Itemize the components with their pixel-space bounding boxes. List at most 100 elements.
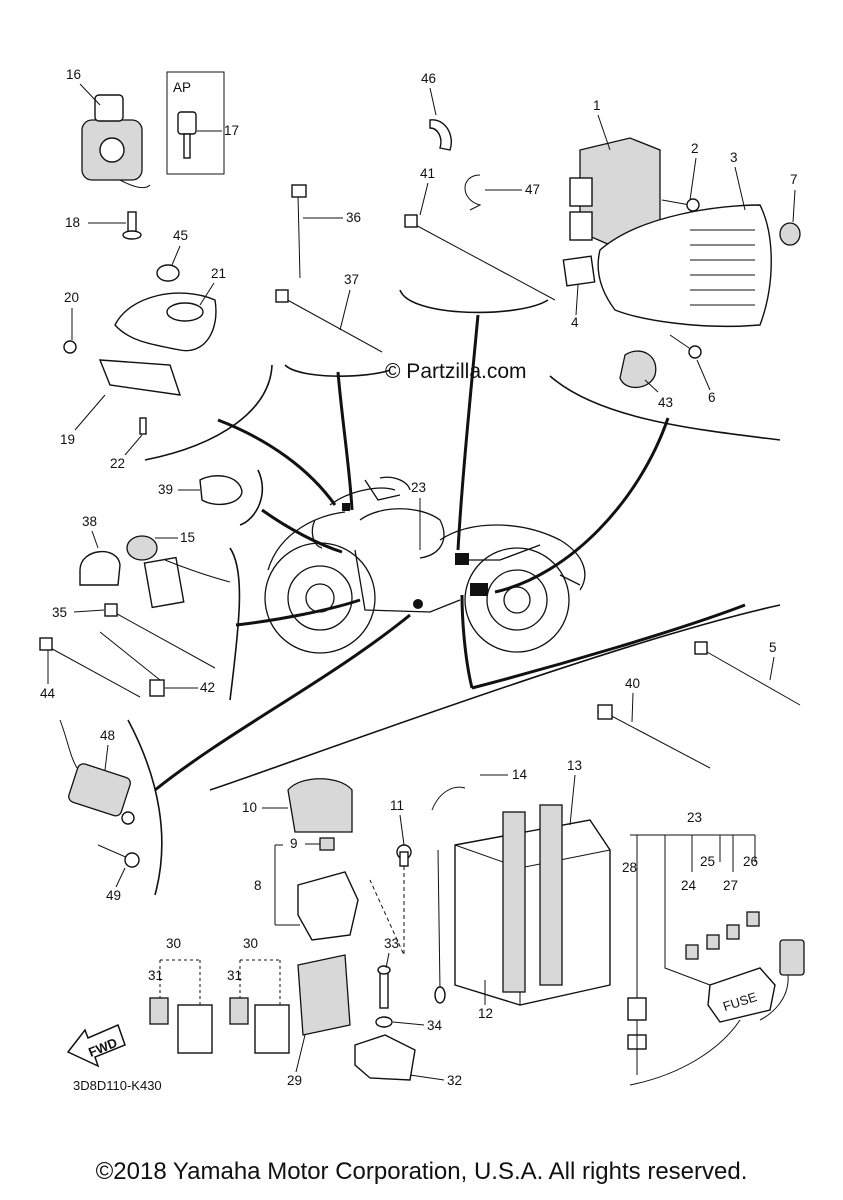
callout-17: 17 [224,123,239,138]
callout-38: 38 [82,514,97,529]
bolt-part-20 [63,340,77,354]
callout-13: 13 [567,758,582,773]
fuse-part-24 [685,944,699,960]
grommet-part-7 [779,222,801,246]
leader-battery-right [471,603,746,690]
bolt-part-11 [369,844,412,956]
leader-ecu [494,417,670,594]
callout-19: 19 [60,432,75,447]
callout-11: 11 [390,798,404,813]
callout-44: 44 [40,686,56,701]
group-bracket-coil [127,719,163,896]
key-box [166,71,225,175]
tie-head-36 [291,184,307,198]
leader-left [235,598,361,627]
holder-part-38 [79,550,121,586]
leader-ties-top [336,371,354,511]
tie-head-41 [404,214,418,228]
callout-47: 47 [525,182,540,197]
callout-21: 21 [211,266,226,281]
cap-part-45 [156,264,180,282]
callout-30a: 30 [166,936,181,951]
main-switch-part [81,94,151,189]
cover-part-21 [114,292,217,352]
tie-head-44 [39,637,53,651]
cable-tie-part-36 [297,194,301,279]
part-location-battery [470,583,488,596]
callout-22: 22 [110,456,125,471]
ap-label: AP [173,80,191,95]
callout-18: 18 [65,215,80,230]
bracket-part-19 [98,359,182,396]
tie-head-40 [597,704,613,720]
tie-head-35 [104,603,118,617]
callout-26: 26 [743,854,758,869]
ignition-coil-part-48 [59,719,135,825]
callout-36: 36 [346,210,361,225]
callout-34: 34 [427,1018,443,1033]
fuse-group-bracket [630,834,756,986]
callout-6: 6 [708,390,716,405]
screw-part-22 [139,417,147,435]
fuse-box-part-23: FUSE [629,939,805,1086]
screw-part-18 [122,211,142,240]
sensor-part-15 [126,535,231,609]
cable-tie-part-41 [409,221,556,301]
group-bracket-battery [209,604,781,791]
fuse-part-9 [319,837,335,851]
callout-27: 27 [723,878,738,893]
callout-15: 15 [180,530,195,545]
callout-24: 24 [681,878,697,893]
cable-tie-part-44 [44,644,141,698]
callout-1: 1 [593,98,601,113]
group-bracket-ties-right [399,289,549,314]
relay-leader-8 [274,844,300,926]
callout-30b: 30 [243,936,258,951]
callout-33: 33 [384,936,399,951]
leader-battery [460,594,474,689]
callout-41: 41 [420,166,435,181]
callout-9: 9 [290,836,298,851]
callout-31a: 31 [148,968,163,983]
clip-part-47 [464,174,482,211]
bolt-part-6 [669,334,702,359]
callout-25: 25 [700,854,715,869]
motorcycle-outline [264,476,586,654]
callout-2: 2 [691,141,699,156]
callout-4: 4 [571,315,579,330]
harness-part-42 [99,631,161,681]
callout-28: 28 [622,860,637,875]
callout-5: 5 [769,640,777,655]
cover-part-10 [287,778,353,833]
starter-relay-part-8 [297,871,359,941]
watermark: © Partzilla.com [385,360,527,383]
bolt-part-2 [661,198,700,212]
group-bracket-clamp39 [239,469,264,526]
drawing-code: 3D8D110-K430 [73,1078,162,1093]
cover-part-3 [597,204,772,327]
fuse-part-26 [746,911,760,927]
fuse-part-27 [726,924,740,940]
callout-35: 35 [52,605,67,620]
bracket-part-32 [354,1034,416,1081]
clamp-part-43 [619,350,657,389]
cable-tie-part-35 [109,609,216,669]
ecu-part-1 [569,137,661,246]
leader-clamp39 [261,508,343,554]
callout-32: 32 [447,1073,462,1088]
cable-tie-part-40 [603,711,711,769]
part-location-front [342,503,350,511]
fuse-part-25 [706,934,720,950]
tape-part-4 [562,255,596,287]
connector-part-28 [627,835,647,1075]
callout-49: 49 [106,888,121,903]
callout-20: 20 [64,290,79,305]
clip-part-46 [429,119,452,151]
cable-tie-part-5 [699,647,801,706]
leader-coil [154,613,411,792]
unit-part-29 [297,954,351,1036]
harness-connector-42 [149,679,165,697]
leader-ties-right [456,314,480,551]
clamp-part-39 [199,475,243,506]
